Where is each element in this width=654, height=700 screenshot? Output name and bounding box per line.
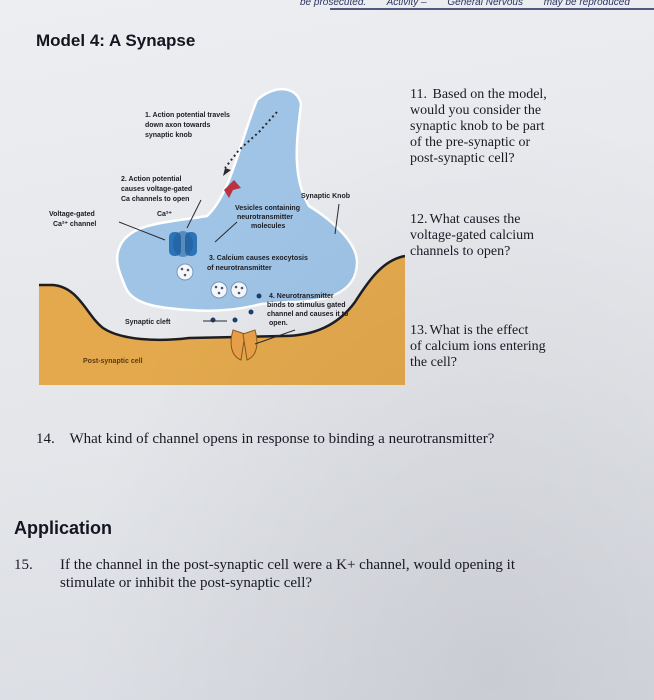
vesicles-label: neurotransmitter	[237, 214, 293, 221]
question-12-line: channels to open?	[410, 244, 511, 259]
header-text: may be reproduced	[543, 0, 630, 8]
post-synaptic-cell-shape	[39, 256, 405, 385]
question-14-text: What kind of channel opens in response t…	[69, 431, 495, 447]
application-heading: Application	[14, 518, 112, 538]
pointer-line	[254, 329, 296, 345]
pointer-line	[334, 203, 340, 235]
pointer-line	[118, 221, 166, 241]
vesicle	[176, 263, 194, 281]
vesicles-label: Vesicles containing	[235, 205, 300, 212]
question-13-line: the cell?	[410, 355, 458, 370]
calcium-ion-label: Ca²⁺	[157, 211, 172, 218]
question-text: Based on the model,	[432, 87, 547, 102]
question-13: 13.What is the effect of calcium ions en…	[410, 323, 610, 371]
neurotransmitter-molecule	[210, 317, 216, 323]
question-text: What is the effect	[429, 323, 529, 338]
step4-label: 4. Neurotransmitter	[269, 293, 334, 300]
action-potential-path	[224, 111, 278, 169]
question-11-line: post-synaptic cell?	[410, 151, 515, 166]
action-potential-path	[223, 168, 231, 176]
model-title: Model 4: A Synapse	[36, 31, 196, 50]
vesicle	[210, 281, 228, 299]
step2-label: causes voltage-gated	[121, 186, 192, 193]
step1-label: 1. Action potential travels	[145, 112, 230, 119]
question-12-number: 12.	[410, 212, 428, 227]
action-potential-arrow	[224, 180, 241, 198]
vesicle	[230, 281, 248, 299]
step4-label: channel and causes it to	[267, 311, 348, 318]
step2-label: 2. Action potential	[121, 176, 181, 183]
question-15-number: 15.	[14, 557, 33, 573]
synaptic-cleft-label: Synaptic cleft	[125, 319, 171, 326]
header-text: Activity –	[386, 0, 427, 8]
question-15-line: stimulate or inhibit the post-synaptic c…	[60, 575, 313, 591]
neurotransmitter-molecule	[256, 293, 262, 299]
header-text: be prosecuted.	[300, 0, 367, 8]
post-synaptic-membrane	[39, 254, 405, 342]
question-15-line: If the channel in the post-synaptic cell…	[60, 557, 515, 573]
step3-label: 3. Calcium causes exocytosis	[209, 255, 308, 262]
question-text: What causes the	[429, 212, 521, 227]
page-header-fragment: be prosecuted. Activity – General Nervou…	[300, 0, 654, 9]
voltage-gated-channel	[169, 231, 197, 257]
header-text: General Nervous	[447, 0, 523, 8]
voltage-channel-label: Ca²⁺ channel	[53, 221, 96, 228]
neurotransmitter-molecule	[232, 317, 238, 323]
step1-label: down axon towards	[145, 122, 210, 129]
question-12-line: voltage-gated calcium	[410, 228, 534, 243]
pointer-line	[214, 221, 238, 243]
question-11: 11. Based on the model, would you consid…	[410, 87, 610, 167]
question-11-line: of the pre-synaptic or	[410, 135, 531, 150]
question-15: 15. If the channel in the post-synaptic …	[14, 556, 594, 592]
question-13-line: 13.What is the effect	[410, 323, 610, 339]
question-11-line: would you consider the	[410, 103, 542, 118]
step2-label: Ca channels to open	[121, 196, 189, 203]
question-13-number: 13.	[410, 323, 428, 338]
vesicles-label: molecules	[251, 223, 285, 230]
synapse-diagram-svg: 1. Action potential travels down axon to…	[39, 87, 405, 385]
question-12-line: 12.What causes the	[410, 212, 610, 228]
post-synaptic-label: Post-synaptic cell	[83, 358, 143, 365]
question-12: 12.What causes the voltage-gated calcium…	[410, 212, 610, 260]
question-13-line: of calcium ions entering	[410, 339, 546, 354]
question-14: 14. What kind of channel opens in respon…	[36, 431, 494, 448]
step4-label: open.	[269, 320, 288, 327]
step1-label: synaptic knob	[145, 132, 192, 139]
stimulus-gated-channel	[230, 329, 258, 361]
header-rule	[330, 8, 654, 10]
neurotransmitter-molecule	[248, 309, 254, 315]
question-11-line: synaptic knob to be part	[410, 119, 545, 134]
synapse-diagram: 1. Action potential travels down axon to…	[39, 72, 405, 385]
question-11-number: 11.	[410, 87, 427, 102]
question-11-line: 11. Based on the model,	[410, 87, 610, 103]
pointer-line	[186, 199, 202, 229]
voltage-channel-label: Voltage-gated	[49, 211, 95, 218]
question-14-number: 14.	[36, 431, 55, 447]
step3-label: of neurotransmitter	[207, 265, 272, 272]
synaptic-knob-label: Synaptic Knob	[301, 193, 350, 200]
step4-label: binds to stimulus gated	[267, 302, 346, 309]
